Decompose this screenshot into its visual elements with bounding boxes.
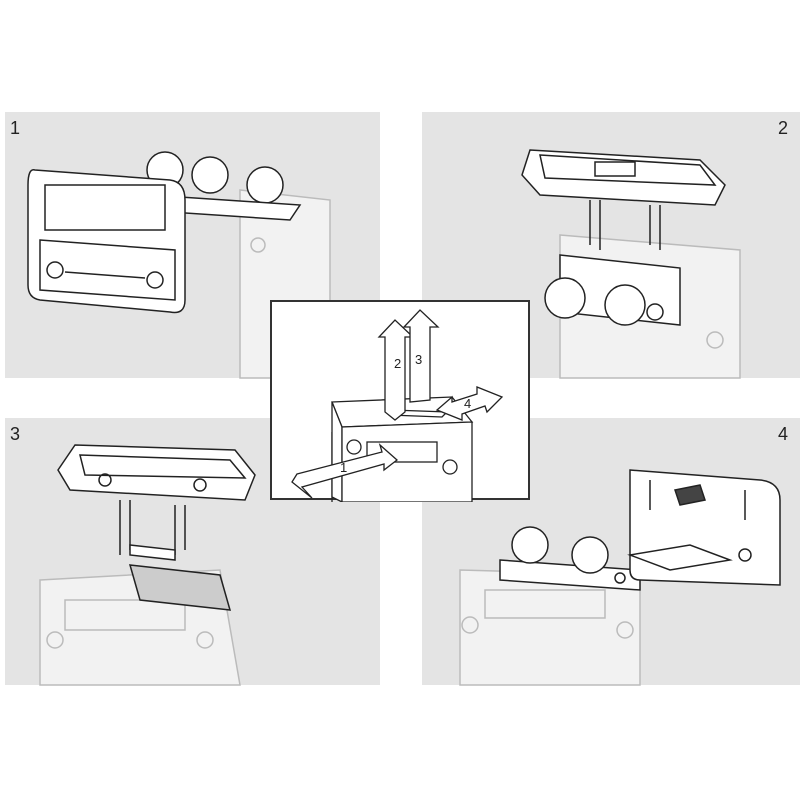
step-number-1: 1: [10, 118, 21, 138]
step-number-3: 3: [10, 424, 21, 444]
arrow-label-1: 1: [340, 460, 347, 475]
overview-diagram: 1 2 3 4: [270, 300, 530, 502]
arrow-2: [377, 319, 415, 421]
step-number-2: 2: [778, 118, 789, 138]
step-3-illustration: [39, 444, 256, 686]
arrow-1: [291, 443, 399, 499]
arrow-label-3: 3: [415, 352, 422, 367]
step-number-4: 4: [778, 424, 789, 444]
overview-illustration: 1 2 3 4: [291, 309, 504, 502]
step-2-illustration: [521, 149, 741, 379]
arrow-4: [435, 386, 504, 421]
arrow-label-2: 2: [394, 356, 401, 371]
step-4-illustration: [459, 469, 781, 686]
arrow-label-4: 4: [464, 396, 471, 411]
arrow-3: [402, 309, 440, 403]
